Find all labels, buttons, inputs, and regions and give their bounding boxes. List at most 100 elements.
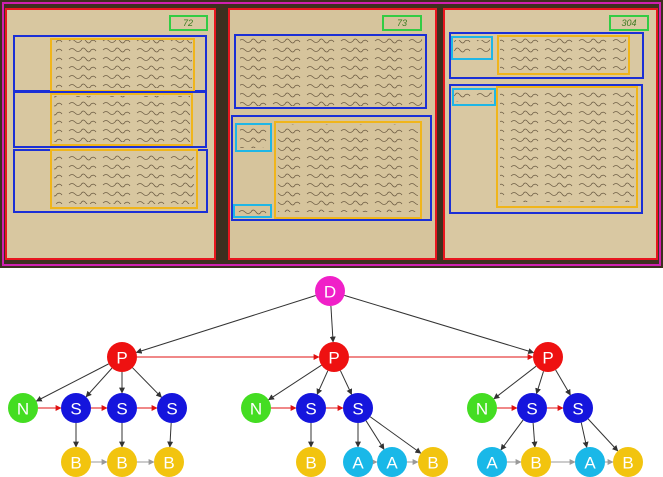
- page-number-box: [609, 15, 649, 31]
- tree-edge: [268, 364, 322, 401]
- node-circle: [8, 393, 38, 423]
- page-number-box: [382, 15, 422, 31]
- node-circle: [517, 393, 547, 423]
- text-body-node: B: [418, 447, 448, 477]
- node-circle: [343, 447, 373, 477]
- tree-edge: [329, 305, 336, 343]
- node-circle: [343, 393, 373, 423]
- page-outline: [228, 8, 437, 260]
- page-node: P: [533, 342, 563, 372]
- text-body-box: [274, 121, 422, 219]
- node-label: A: [386, 454, 398, 473]
- margin-note-box: [233, 204, 272, 218]
- tree-edge: [339, 370, 353, 395]
- node-circle: [521, 447, 551, 477]
- text-region-box: [449, 84, 643, 214]
- node-label: S: [305, 400, 316, 419]
- tree-edge: [35, 363, 109, 402]
- text-body-box: [496, 86, 638, 208]
- node-label: B: [305, 454, 316, 473]
- margin-note-node: A: [343, 447, 373, 477]
- margin-note-box: [452, 88, 496, 106]
- node-circle: [154, 447, 184, 477]
- node-label: S: [116, 400, 127, 419]
- page-outline: [5, 8, 216, 260]
- tree-edge: [344, 294, 535, 354]
- text-region-node: S: [296, 393, 326, 423]
- margin-note-node: A: [575, 447, 605, 477]
- page-number-node: N: [241, 393, 271, 423]
- tree-edge: [535, 371, 544, 395]
- tree-edge: [531, 422, 538, 448]
- manuscript-page-3: 304: [443, 8, 658, 260]
- tree-edge: [369, 416, 422, 454]
- node-label: P: [542, 349, 553, 368]
- node-label: S: [572, 400, 583, 419]
- node-label: S: [352, 400, 363, 419]
- tree-edge: [316, 370, 329, 395]
- margin-note-box: [451, 36, 493, 60]
- text-body-box: [50, 93, 193, 146]
- text-body-node: B: [107, 447, 137, 477]
- text-region-box: [231, 115, 432, 221]
- node-label: B: [622, 454, 633, 473]
- tree-edge: [580, 422, 589, 448]
- node-label: N: [250, 400, 262, 419]
- text-body-node: B: [154, 447, 184, 477]
- text-region-box: [449, 32, 644, 79]
- text-body-node: B: [521, 447, 551, 477]
- tree-edge: [135, 295, 316, 354]
- node-label: B: [70, 454, 81, 473]
- margin-note-box: [235, 123, 272, 152]
- node-circle: [296, 393, 326, 423]
- node-circle: [533, 342, 563, 372]
- node-circle: [575, 447, 605, 477]
- node-circle: [613, 447, 643, 477]
- text-region-node: S: [61, 393, 91, 423]
- node-circle: [319, 342, 349, 372]
- text-body-node: B: [296, 447, 326, 477]
- tree-edge: [132, 367, 162, 398]
- node-circle: [61, 447, 91, 477]
- node-circle: [107, 342, 137, 372]
- document-outline: [2, 2, 661, 266]
- node-label: N: [476, 400, 488, 419]
- page-outline: [443, 8, 658, 260]
- tree-edge: [493, 365, 537, 400]
- node-circle: [377, 447, 407, 477]
- node-label: B: [427, 454, 438, 473]
- page-number-node: N: [8, 393, 38, 423]
- manuscript-scan: 72 73: [0, 0, 663, 268]
- manuscript-page-2: 73: [228, 8, 437, 260]
- node-circle: [157, 393, 187, 423]
- node-circle: [563, 393, 593, 423]
- page-node: P: [319, 342, 349, 372]
- tree-edge: [555, 369, 571, 396]
- node-label: B: [116, 454, 127, 473]
- text-region-node: S: [157, 393, 187, 423]
- node-circle: [107, 393, 137, 423]
- tree-edge: [85, 367, 113, 398]
- page-number: 73: [397, 18, 407, 28]
- node-circle: [315, 276, 345, 306]
- text-region-node: S: [343, 393, 373, 423]
- node-circle: [418, 447, 448, 477]
- margin-note-node: A: [477, 447, 507, 477]
- node-label: A: [352, 454, 364, 473]
- node-label: P: [328, 349, 339, 368]
- text-region-node: S: [517, 393, 547, 423]
- text-region-box: [234, 34, 427, 109]
- tree-edge: [365, 420, 385, 450]
- node-circle: [241, 393, 271, 423]
- node-circle: [477, 447, 507, 477]
- text-body-node: B: [61, 447, 91, 477]
- page-number-box: [169, 15, 208, 31]
- node-circle: [467, 393, 497, 423]
- margin-note-node: A: [377, 447, 407, 477]
- node-circle: [107, 447, 137, 477]
- page-node: P: [107, 342, 137, 372]
- text-body-box: [497, 35, 630, 75]
- node-label: A: [486, 454, 498, 473]
- node-label: D: [324, 283, 336, 302]
